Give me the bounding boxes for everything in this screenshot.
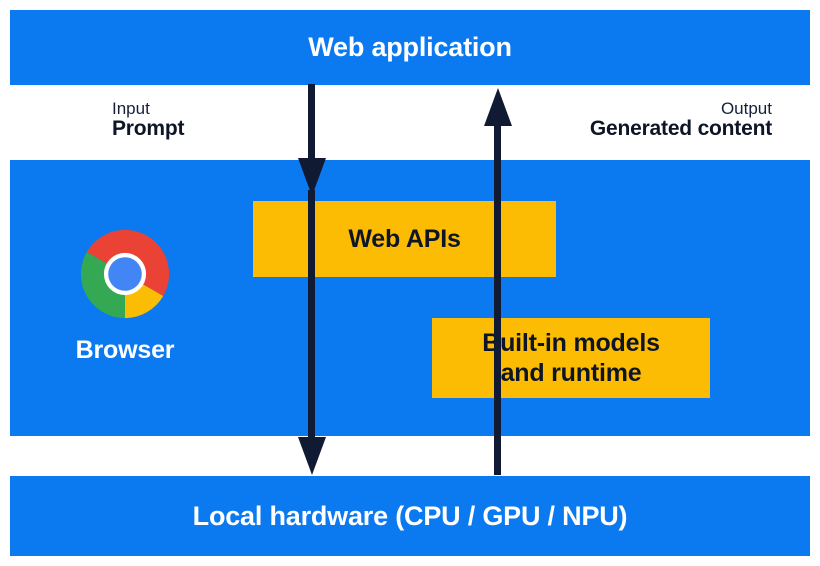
band-web-application: Web application <box>10 10 810 85</box>
band-web-application-label: Web application <box>308 32 512 62</box>
node-built-in-models-label-line2: and runtime <box>500 359 642 387</box>
input-flow-kicker: Input <box>112 99 150 118</box>
input-flow-label: Input Prompt <box>112 99 185 141</box>
output-flow-headline: Generated content <box>589 117 772 141</box>
node-built-in-models: Built-in models and runtime <box>432 318 710 398</box>
browser-node-label: Browser <box>75 336 175 364</box>
chrome-logo-icon <box>80 229 170 319</box>
band-local-hardware-label: Local hardware (CPU / GPU / NPU) <box>192 500 628 531</box>
node-web-apis: Web APIs <box>253 201 556 277</box>
output-arrow-shaft <box>494 122 501 475</box>
node-built-in-models-label-line1: Built-in models <box>482 328 660 357</box>
input-flow-headline: Prompt <box>112 117 185 141</box>
input-arrow-shaft-upper <box>308 84 315 164</box>
input-arrow-head-lower-icon <box>298 437 326 475</box>
input-arrow-head-upper-icon <box>298 158 326 196</box>
browser-node: Browser <box>45 228 205 365</box>
node-web-apis-label: Web APIs <box>348 224 461 253</box>
output-flow-kicker: Output <box>720 99 772 118</box>
band-local-hardware: Local hardware (CPU / GPU / NPU) <box>10 476 810 556</box>
input-arrow-shaft-lower <box>308 190 315 442</box>
node-built-in-models-label: Built-in models and runtime <box>482 328 660 389</box>
output-flow-label: Output Generated content <box>589 99 772 141</box>
output-arrow-head-icon <box>484 88 512 126</box>
